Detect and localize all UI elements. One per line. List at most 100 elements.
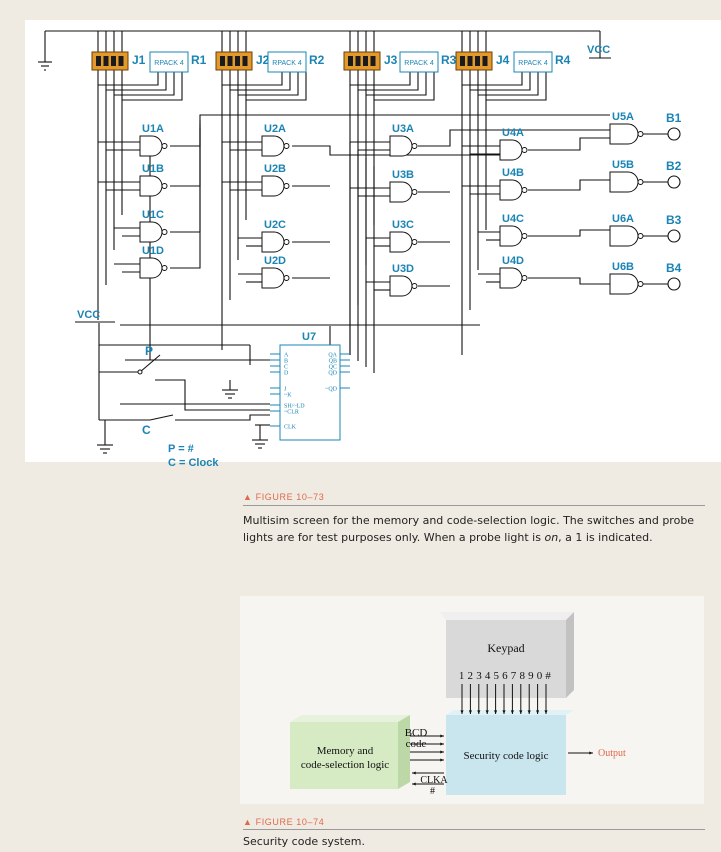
caption-text-start: Multisim screen for the memory and code-… <box>243 514 695 545</box>
caption-emphasis: on <box>544 531 559 545</box>
resistor-pack-r4 <box>513 51 553 73</box>
switch-label-j2: J2 <box>256 53 270 67</box>
gate-label-u2a: U2A <box>264 123 286 135</box>
counter-pin-0: A <box>284 353 289 359</box>
keypad-line-5-head <box>502 710 506 714</box>
gate-inversion-bubble <box>521 275 528 281</box>
clka-label: CLKA <box>420 775 448 786</box>
nand-gate-u4c <box>499 225 523 247</box>
nand-gate-u3b <box>389 181 413 203</box>
figure-73-rule <box>243 505 705 506</box>
memory-box-side <box>398 715 410 789</box>
keypad-line-10-head <box>544 710 548 714</box>
switch-label-j1: J1 <box>132 53 146 67</box>
gate-inversion-bubble <box>637 281 644 287</box>
gate-inversion-bubble <box>411 189 418 195</box>
wire-45 <box>238 72 299 96</box>
resistor-pack-text: RPACK 4 <box>154 60 184 67</box>
counter-output-4: ~QD <box>325 387 338 393</box>
switch-toggle <box>355 56 361 66</box>
gate-label-u4d: U4D <box>502 255 524 267</box>
counter-pin-6: SH/~LD <box>284 404 305 410</box>
gate-label-u2b: U2B <box>264 163 286 175</box>
counter-pin-8: CLK <box>284 425 297 431</box>
gate-label-u3a: U3A <box>392 123 414 135</box>
wire-123 <box>175 414 270 421</box>
wire-99 <box>528 137 610 151</box>
counter-pin-5: ~K <box>284 393 292 399</box>
keypad-line-7-head <box>519 710 523 714</box>
nand-gate-u5b <box>609 171 639 193</box>
keypad-box <box>446 620 566 698</box>
wire-51 <box>462 72 523 86</box>
security-code-block-diagram: Keypad 1 2 3 4 5 6 7 8 9 0 # Security co… <box>240 596 704 804</box>
wire-48 <box>358 72 419 91</box>
gate-inversion-bubble <box>161 143 168 149</box>
counter-output-1: QB <box>329 359 337 365</box>
figure-73-label: ▲ FIGURE 10–73 <box>243 492 325 502</box>
memory-box-top <box>290 715 410 722</box>
gate-inversion-bubble <box>637 131 644 137</box>
output-line-head <box>589 751 593 755</box>
switch-toggle <box>370 56 376 66</box>
nand-gate-u2d <box>261 267 285 289</box>
wire-43 <box>222 72 283 86</box>
switch-p-contact <box>137 369 143 375</box>
bcd-line-2-head <box>440 750 444 754</box>
switch-toggle <box>111 56 116 66</box>
counter-u7-body <box>279 344 341 441</box>
probe-label-b1: B1 <box>666 111 682 125</box>
gate-inversion-bubble <box>521 147 528 153</box>
switch-label-j3: J3 <box>384 53 398 67</box>
memory-label-1: Memory and <box>317 745 374 757</box>
gate-label-u6a: U6A <box>612 213 634 225</box>
gate-inversion-bubble <box>161 265 168 271</box>
caption-text-end: , a 1 is indicated. <box>558 531 653 545</box>
keypad-box-side <box>566 612 574 698</box>
wire-40 <box>106 72 167 91</box>
gate-label-u4a: U4A <box>502 127 524 139</box>
resistor-pack-text: RPACK 4 <box>272 60 302 67</box>
gate-label-u5a: U5A <box>612 111 634 123</box>
nand-gate-u1c <box>139 221 163 243</box>
switch-toggle <box>242 56 248 66</box>
keypad-label: Keypad <box>487 641 524 655</box>
probe-light-b3 <box>667 229 681 243</box>
switch-label-j4: J4 <box>496 53 510 67</box>
gate-label-u3b: U3B <box>392 169 414 181</box>
bcd-line-1-head <box>440 742 444 746</box>
switch-toggle <box>235 56 240 66</box>
gate-inversion-bubble <box>283 143 290 149</box>
switch-toggle <box>118 56 124 66</box>
legend-c: C = Clock <box>168 457 219 469</box>
wire-66 <box>170 128 201 269</box>
switch-toggle <box>467 56 473 66</box>
switch-c-lever <box>149 414 174 421</box>
switch-toggle <box>220 56 225 66</box>
figure-74-label: ▲ FIGURE 10–74 <box>243 817 325 827</box>
keypad-keys: 1 2 3 4 5 6 7 8 9 0 # <box>459 670 551 682</box>
gate-label-u3c: U3C <box>392 219 414 231</box>
nand-gate-u2c <box>261 231 285 253</box>
nand-gate-u1a <box>139 135 163 157</box>
wire-41 <box>114 72 175 96</box>
wire-49 <box>366 72 427 96</box>
probe-label-b4: B4 <box>666 261 682 275</box>
nand-gate-u4b <box>499 179 523 201</box>
security-code-label: Security code logic <box>464 750 549 762</box>
gate-label-u1a: U1A <box>142 123 164 135</box>
security-box-top <box>446 710 574 715</box>
legend-p: P = # <box>168 443 194 455</box>
wire-47 <box>350 72 411 86</box>
output-label: Output <box>598 748 626 759</box>
counter-output-0: QA <box>328 353 337 359</box>
keypad-line-3-head <box>485 710 489 714</box>
vcc-top-label: VCC <box>587 44 610 56</box>
nand-gate-u2a <box>261 135 285 157</box>
keypad-line-0-head <box>460 710 464 714</box>
gate-inversion-bubble <box>411 239 418 245</box>
nand-gate-u3d <box>389 275 413 297</box>
resistor-pack-r1 <box>149 51 189 73</box>
nand-gate-u6a <box>609 225 639 247</box>
switch-toggle <box>96 56 101 66</box>
